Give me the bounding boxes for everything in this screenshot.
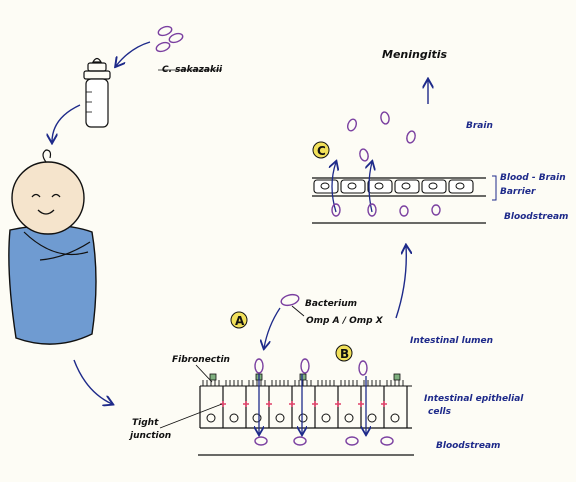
arrow-bottle-to-baby	[52, 104, 81, 142]
tight-junction-label-line1: Tight	[132, 418, 159, 428]
epithelial-label-line2: cells	[428, 407, 452, 417]
step-a-label: A	[235, 314, 245, 328]
arrow-intestine-to-bbb	[395, 246, 406, 319]
brain-label: Brain	[466, 121, 493, 131]
arrow-bbb-cross-1	[332, 162, 336, 213]
fibronectin-label: Fibronectin	[172, 355, 230, 365]
omp-pointer	[291, 305, 305, 317]
step-c-marker	[312, 141, 330, 159]
step-b-label: B	[340, 347, 349, 361]
step-a-marker	[230, 311, 248, 329]
intestinal-epithelial-cells	[199, 380, 412, 429]
bacteria-bloodstream-bottom	[254, 436, 394, 446]
meningitis-label: Meningitis	[382, 48, 448, 61]
bbb-label-line1: Blood - Brain	[500, 173, 566, 183]
blood-brain-barrier-cells	[312, 177, 486, 197]
bacteria-bloodstream-top	[331, 203, 441, 217]
bacteria-cluster-source	[155, 25, 184, 53]
fibronectin-pointer	[195, 364, 213, 383]
baby-bottle-icon	[83, 57, 111, 128]
omp-label: Omp A / Omp X	[306, 316, 384, 326]
tight-junction-pointer	[159, 403, 223, 429]
bacteria-brain-side	[347, 111, 416, 162]
step-b-marker	[335, 344, 353, 362]
epithelial-label-line1: Intestinal epithelial	[424, 394, 524, 404]
arrow-bacteria-to-bottle	[116, 41, 151, 66]
arrow-baby-to-intestine	[73, 359, 112, 404]
intestinal-lumen-label: Intestinal lumen	[410, 336, 493, 346]
step-c-label: C	[317, 144, 326, 158]
bacteria-intestinal-surface	[254, 358, 368, 376]
arrow-bacterium-to-cells	[264, 307, 281, 348]
fibronectin-markers	[209, 373, 401, 381]
bbb-label-line2: Barrier	[500, 187, 536, 197]
tight-junction-label-line2: junction	[128, 431, 171, 441]
bacterium-icon	[280, 293, 300, 307]
bacterium-label: Bacterium	[305, 299, 357, 309]
baby-icon	[8, 149, 97, 345]
arrow-bbb-cross-2	[369, 162, 372, 213]
tight-junction-markers	[220, 401, 387, 407]
bloodstream-top-label: Bloodstream	[504, 212, 568, 222]
bloodstream-bottom-label: Bloodstream	[436, 441, 500, 451]
bbb-bracket	[492, 175, 497, 201]
